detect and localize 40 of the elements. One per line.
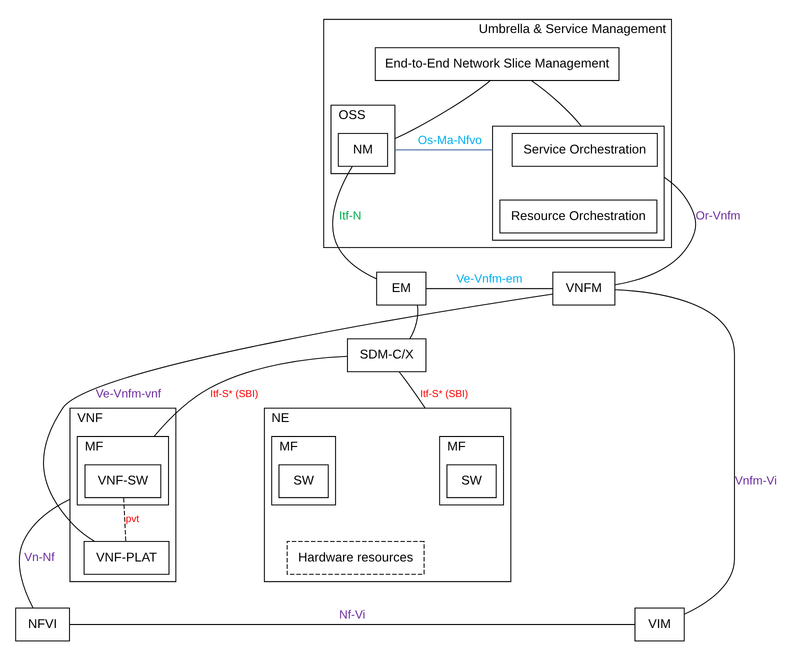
node-box: Hardware resources	[286, 541, 424, 575]
connector	[153, 356, 348, 437]
connector	[614, 289, 734, 615]
connector	[18, 498, 70, 608]
node-box: VNF-PLAT	[83, 541, 169, 575]
edge-label: Vn-Nf	[24, 550, 54, 564]
connector	[68, 624, 635, 625]
edge-label: Vnfm-Vi	[734, 473, 776, 488]
connector	[530, 80, 582, 127]
edge-label: Ve-Vnfm-em	[456, 272, 522, 286]
cluster	[492, 126, 664, 241]
node-box: SW	[278, 464, 328, 498]
edge-label: Os-Ma-Nfvo	[417, 132, 482, 147]
node-box: VNFM	[552, 272, 615, 306]
connector	[122, 498, 126, 542]
edge-label: Itf-S* (SBI)	[420, 389, 468, 400]
edge-label: Itf-N	[338, 208, 361, 223]
node-box: NFVI	[14, 608, 70, 642]
node-box: VNF-SW	[84, 464, 161, 498]
connector	[42, 294, 553, 542]
node-box: SW	[446, 464, 496, 498]
connector	[398, 371, 426, 409]
connector	[332, 166, 376, 280]
node-box: VIM	[634, 608, 684, 642]
connector	[394, 149, 493, 150]
node-box: SDM-C/X	[346, 338, 426, 372]
edge-label: Or-Vnfm	[695, 208, 740, 223]
connector	[425, 288, 553, 290]
edge-label: Itf-S* (SBI)	[210, 389, 258, 400]
connector	[408, 304, 418, 340]
connector	[394, 80, 490, 140]
edge-label: pvt	[125, 514, 139, 526]
node-box: EM	[376, 272, 426, 306]
node-box: NM	[337, 133, 388, 167]
node-box: End-to-End Network Slice Management	[374, 47, 619, 81]
connector	[614, 176, 696, 286]
node-box: Resource Orchestration	[498, 200, 657, 234]
edge-label: Nf-Vi	[338, 607, 365, 622]
edge-label: Ve-Vnfm-vnf	[95, 386, 160, 401]
node-box: Service Orchestration	[511, 133, 658, 167]
